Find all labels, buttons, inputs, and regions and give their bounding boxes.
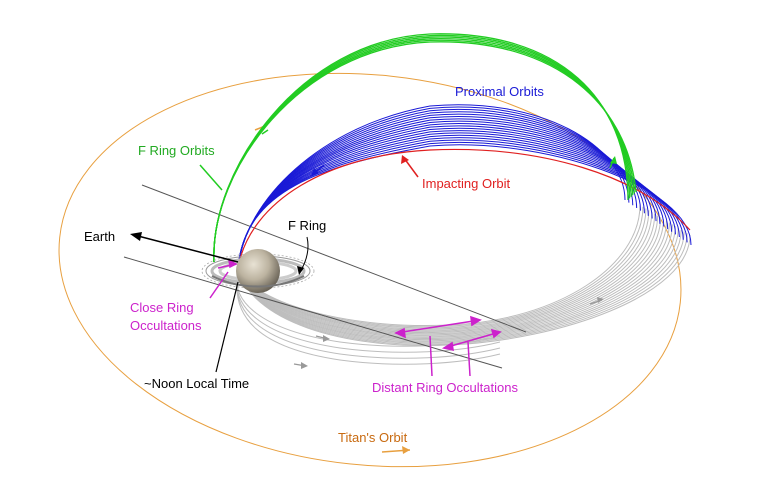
- gray-orbit-path: [237, 208, 647, 329]
- saturn-planet: [236, 249, 280, 293]
- noon-local-time-leader: [215, 281, 239, 373]
- gray-orbit-path: [237, 217, 662, 335]
- gray-orbit-path: [237, 231, 685, 344]
- gray-orbit-path: [237, 224, 673, 339]
- titan-orbit-arrow-icon: [381, 446, 411, 454]
- f-ring-orbits-leader: [199, 164, 223, 191]
- proximal-orbit-path: [237, 139, 684, 269]
- gray-orbit-path: [237, 206, 644, 328]
- gray-orbit-path: [237, 210, 650, 330]
- label-close-ring-line2: Occultations: [130, 318, 202, 333]
- distant-occultations-leader-1: [429, 335, 433, 377]
- titans-orbit-ellipse: [58, 72, 682, 468]
- gray-orbit-path: [236, 271, 501, 365]
- proximal-orbit-path: [237, 130, 669, 269]
- f-ring-orbit-path: [213, 41, 637, 263]
- orbit-direction-arrow-icons: [261, 129, 617, 369]
- gray-orbit-path: [237, 219, 665, 336]
- earth-sightline-upper: [141, 184, 527, 333]
- label-impacting-orbit: Impacting Orbit: [422, 176, 511, 191]
- distant-ring-occultation-arrows: [394, 315, 502, 352]
- gray-orbit-path: [237, 213, 656, 332]
- close-ring-occultations-leader: [209, 271, 229, 299]
- f-ring-orbits-family: [213, 33, 637, 263]
- gray-orbit-path: [237, 227, 679, 342]
- proximal-orbit-path: [237, 144, 692, 269]
- label-distant-ring-occultations: Distant Ring Occultations: [372, 380, 518, 395]
- label-f-ring-orbits: F Ring Orbits: [138, 143, 215, 158]
- label-titans-orbit: Titan's Orbit: [338, 430, 408, 445]
- proximal-orbit-path: [237, 134, 676, 269]
- earth-direction-arrow-icon: [130, 232, 239, 263]
- distant-occultations-leader-2: [467, 341, 471, 377]
- gray-orbit-path: [237, 215, 659, 334]
- gray-orbit-path: [236, 271, 501, 353]
- earth-sightline-lower: [123, 256, 503, 369]
- label-close-ring-line1: Close Ring: [130, 300, 194, 315]
- label-proximal-orbits: Proximal Orbits: [455, 84, 544, 99]
- gray-orbit-path: [237, 229, 682, 343]
- impacting-orbit-leader-arrow-icon: [401, 155, 409, 164]
- proximal-orbit-path: [237, 132, 673, 269]
- gray-orbit-path: [237, 222, 670, 338]
- proximal-orbit-path: [237, 137, 680, 269]
- close-ring-occultation-arrow-icon: [217, 258, 238, 269]
- saturn-ring-front: [211, 275, 305, 288]
- label-earth: Earth: [84, 229, 115, 244]
- label-noon-local-time: ~Noon Local Time: [144, 376, 249, 391]
- gray-orbit-path: [237, 220, 667, 337]
- gray-orbit-path: [237, 226, 676, 341]
- label-f-ring: F Ring: [288, 218, 326, 233]
- f-ring-leader-arrow-icon: [297, 266, 304, 275]
